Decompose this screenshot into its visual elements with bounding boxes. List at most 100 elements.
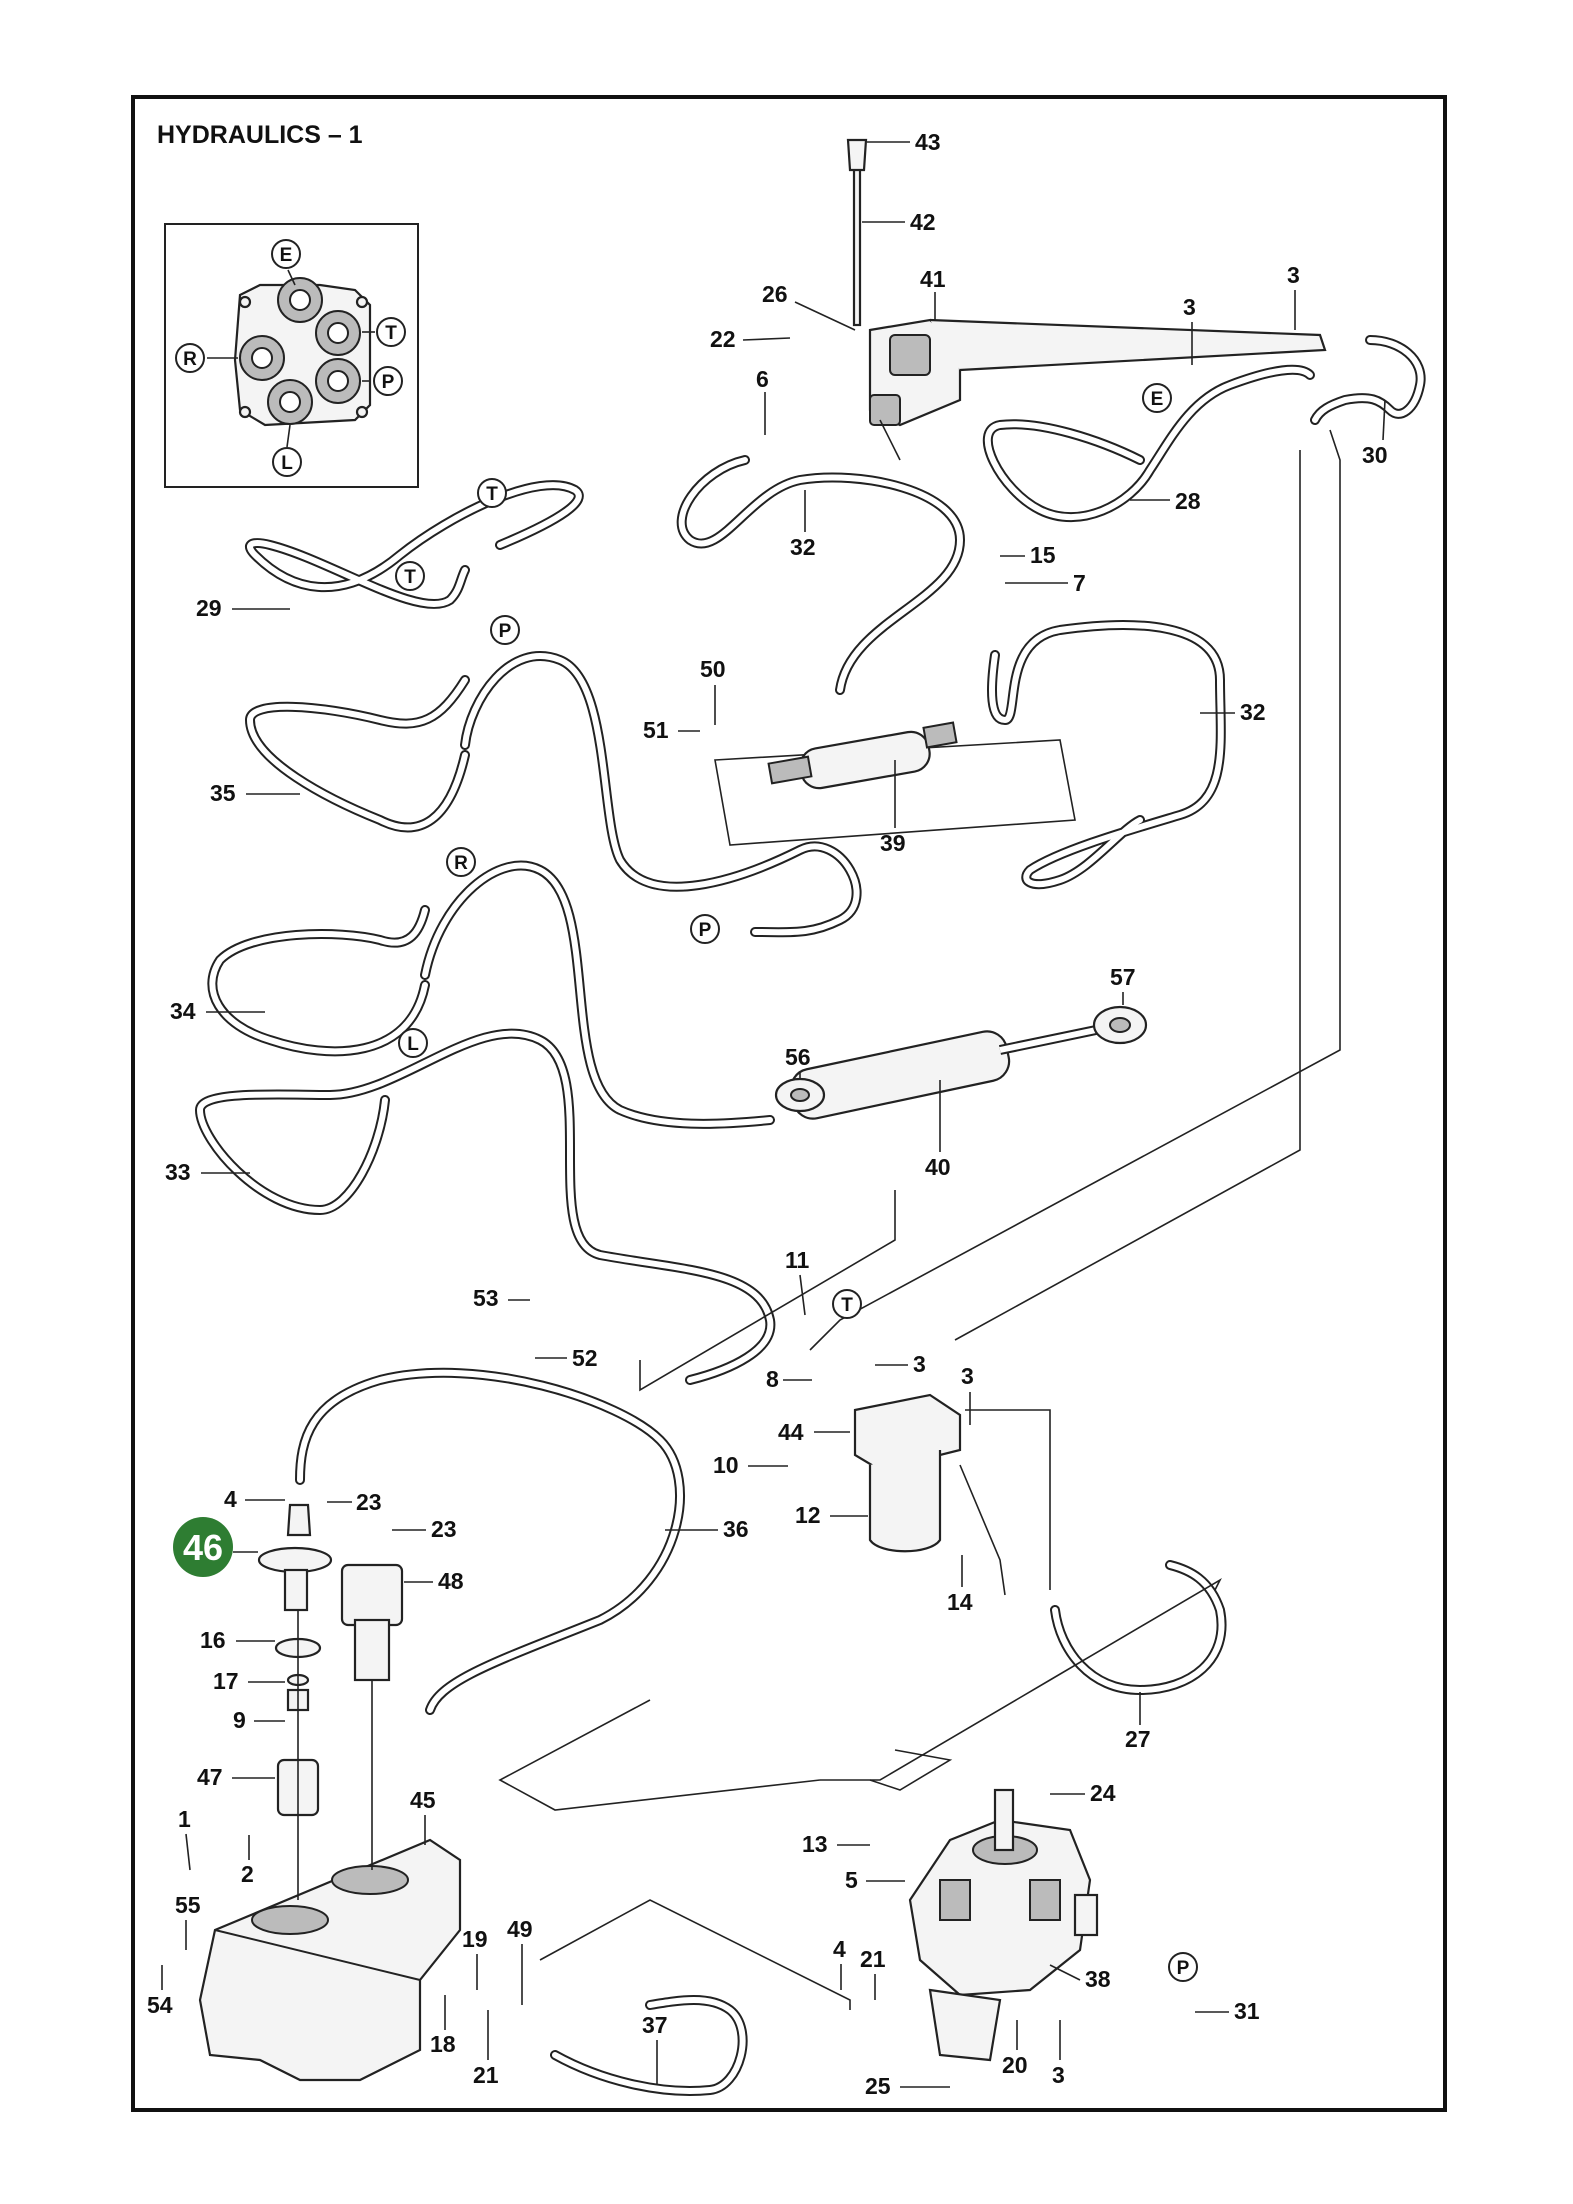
callout-3-a: 3 — [1183, 294, 1196, 320]
callout-6: 6 — [756, 366, 769, 392]
svg-text:T: T — [486, 484, 498, 505]
callout-29: 29 — [196, 595, 222, 621]
callout-labels: 43 42 41 26 22 3 3 3 6 30 28 32 15 7 50 … — [147, 129, 1388, 2099]
callout-9: 9 — [233, 1707, 246, 1733]
callout-38: 38 — [1085, 1966, 1111, 1992]
callout-45: 45 — [410, 1787, 436, 1813]
svg-text:T: T — [841, 1295, 853, 1316]
callout-4-b: 4 — [833, 1936, 846, 1962]
svg-text:L: L — [281, 453, 293, 474]
callout-4-a: 4 — [224, 1486, 237, 1512]
suction-filter-stack — [257, 1503, 333, 1900]
highlighted-part-46[interactable]: 46 — [173, 1517, 258, 1577]
callout-55: 55 — [175, 1892, 201, 1918]
callout-41: 41 — [920, 266, 946, 292]
callout-2: 2 — [241, 1861, 254, 1887]
callout-12: 12 — [795, 1502, 821, 1528]
callout-22: 22 — [710, 326, 736, 352]
callout-3-b: 3 — [1287, 262, 1300, 288]
callout-57: 57 — [1110, 964, 1136, 990]
callout-47: 47 — [197, 1764, 223, 1790]
callout-48: 48 — [438, 1568, 464, 1594]
svg-text:E: E — [280, 245, 293, 266]
leader-lines — [498, 429, 1341, 2010]
port-bubble-p-2: P — [690, 914, 720, 944]
callout-54: 54 — [147, 1992, 173, 2018]
callout-5: 5 — [845, 1867, 858, 1893]
page-frame — [131, 95, 1447, 2112]
callout-44: 44 — [778, 1419, 804, 1445]
page-title: HYDRAULICS – 1 — [157, 121, 363, 149]
callout-25: 25 — [865, 2073, 891, 2099]
port-bubble-t-2: T — [395, 561, 425, 591]
steering-cylinder — [774, 1005, 1148, 1120]
lift-cylinder — [714, 721, 1076, 846]
callout-37: 37 — [642, 2012, 668, 2038]
callout-3-c: 3 — [913, 1351, 926, 1377]
callout-26: 26 — [762, 281, 788, 307]
port-bubble-t-1: T — [477, 478, 507, 508]
callout-40: 40 — [925, 1154, 951, 1180]
port-bubble-p-3: P — [1168, 1952, 1198, 1982]
inset-port-e: E — [271, 239, 301, 269]
callout-33: 33 — [165, 1159, 191, 1185]
svg-text:P: P — [382, 372, 395, 393]
callout-1: 1 — [178, 1806, 191, 1832]
callout-42: 42 — [910, 209, 936, 235]
svg-text:T: T — [404, 567, 416, 588]
callout-16: 16 — [200, 1627, 226, 1653]
svg-text:E: E — [1151, 389, 1164, 410]
callout-36: 36 — [723, 1516, 749, 1542]
callout-15: 15 — [1030, 542, 1056, 568]
callout-52: 52 — [572, 1345, 598, 1371]
callout-56: 56 — [785, 1044, 811, 1070]
filter-assembly — [853, 1393, 962, 1553]
svg-text:R: R — [183, 349, 197, 370]
svg-text:P: P — [499, 621, 512, 642]
callout-24: 24 — [1090, 1780, 1116, 1806]
callout-19: 19 — [462, 1926, 488, 1952]
inset-port-t: T — [376, 317, 406, 347]
callout-49: 49 — [507, 1916, 533, 1942]
callout-39: 39 — [880, 830, 906, 856]
callout-51: 51 — [643, 717, 669, 743]
callout-27: 27 — [1125, 1726, 1151, 1752]
callout-53: 53 — [473, 1285, 499, 1311]
hydraulic-pump — [908, 1788, 1099, 2062]
inset-port-r: R — [175, 343, 205, 373]
callout-50: 50 — [700, 656, 726, 682]
port-bubble-r: R — [446, 847, 476, 877]
port-bubble-p-1: P — [490, 615, 520, 645]
inset-port-p: P — [373, 366, 403, 396]
svg-text:L: L — [407, 1034, 419, 1055]
callout-32-b: 32 — [1240, 699, 1266, 725]
svg-text:R: R — [454, 853, 468, 874]
callout-13: 13 — [802, 1831, 828, 1857]
callout-30: 30 — [1362, 442, 1388, 468]
svg-text:P: P — [1177, 1958, 1190, 1979]
control-valve — [868, 318, 1327, 461]
callout-35: 35 — [210, 780, 236, 806]
lever-rod — [852, 163, 862, 327]
callout-31: 31 — [1234, 1998, 1260, 2024]
callout-10: 10 — [713, 1452, 739, 1478]
callout-3-d: 3 — [961, 1363, 974, 1389]
callout-34: 34 — [170, 998, 196, 1024]
breather-filler — [340, 1563, 404, 1870]
lever-knob — [846, 138, 868, 172]
callout-23-b: 23 — [431, 1516, 457, 1542]
callout-23-a: 23 — [356, 1489, 382, 1515]
callout-32-a: 32 — [790, 534, 816, 560]
callout-21-a: 21 — [473, 2062, 499, 2088]
inset-port-l: L — [272, 447, 302, 477]
callout-20: 20 — [1002, 2052, 1028, 2078]
callout-11: 11 — [785, 1247, 810, 1273]
callout-28: 28 — [1175, 488, 1201, 514]
callout-43: 43 — [915, 129, 941, 155]
svg-text:T: T — [385, 323, 397, 344]
callout-14: 14 — [947, 1589, 973, 1615]
hoses — [195, 335, 1426, 2096]
hydraulic-tank — [198, 1838, 462, 2082]
callout-3-e: 3 — [1052, 2062, 1065, 2088]
